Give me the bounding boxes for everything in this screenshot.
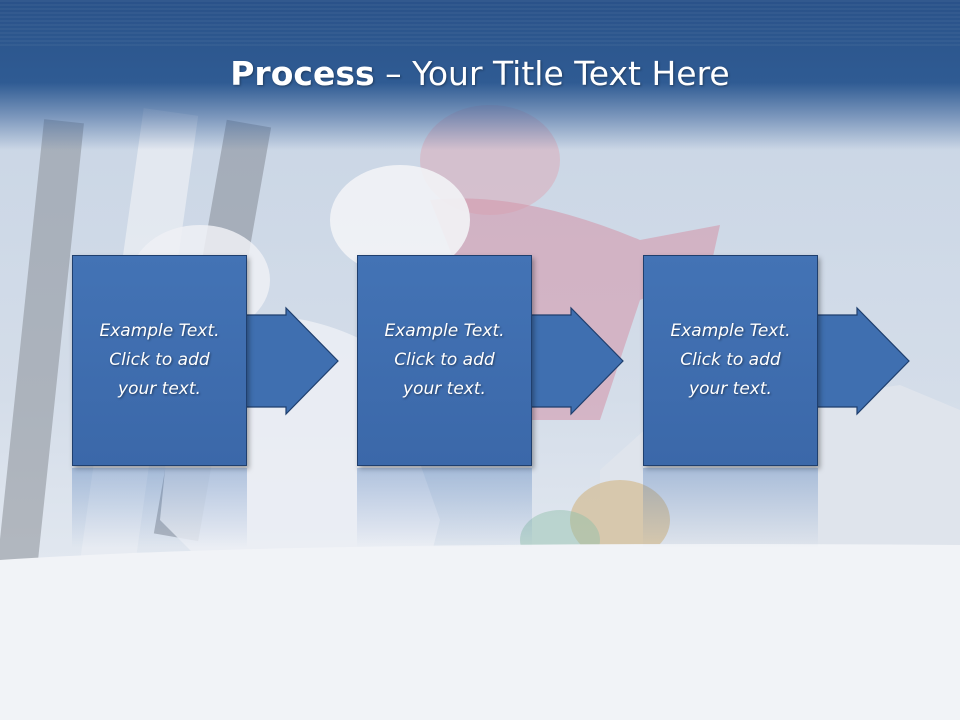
process-step-2[interactable]: Example Text. Click to add your text. [357, 255, 624, 466]
step-reflection [357, 468, 532, 548]
title-band [0, 0, 960, 150]
step-text[interactable]: Example Text. Click to add your text. [99, 321, 220, 399]
step-box[interactable]: Example Text. Click to add your text. [357, 255, 532, 466]
arrow-right-icon [526, 306, 624, 416]
step-text[interactable]: Example Text. Click to add your text. [384, 321, 505, 399]
arrow-right-icon [241, 306, 339, 416]
step-reflection [643, 468, 818, 548]
title-bold: Process [230, 54, 375, 93]
step-box[interactable]: Example Text. Click to add your text. [643, 255, 818, 466]
step-box[interactable]: Example Text. Click to add your text. [72, 255, 247, 466]
process-step-1[interactable]: Example Text. Click to add your text. [72, 255, 339, 466]
arrow-right-icon [812, 306, 910, 416]
step-text[interactable]: Example Text. Click to add your text. [670, 321, 791, 399]
process-step-3[interactable]: Example Text. Click to add your text. [643, 255, 910, 466]
title-rest: – Your Title Text Here [374, 54, 730, 93]
slide-title[interactable]: Process – Your Title Text Here [0, 52, 960, 96]
step-reflection [72, 468, 247, 548]
